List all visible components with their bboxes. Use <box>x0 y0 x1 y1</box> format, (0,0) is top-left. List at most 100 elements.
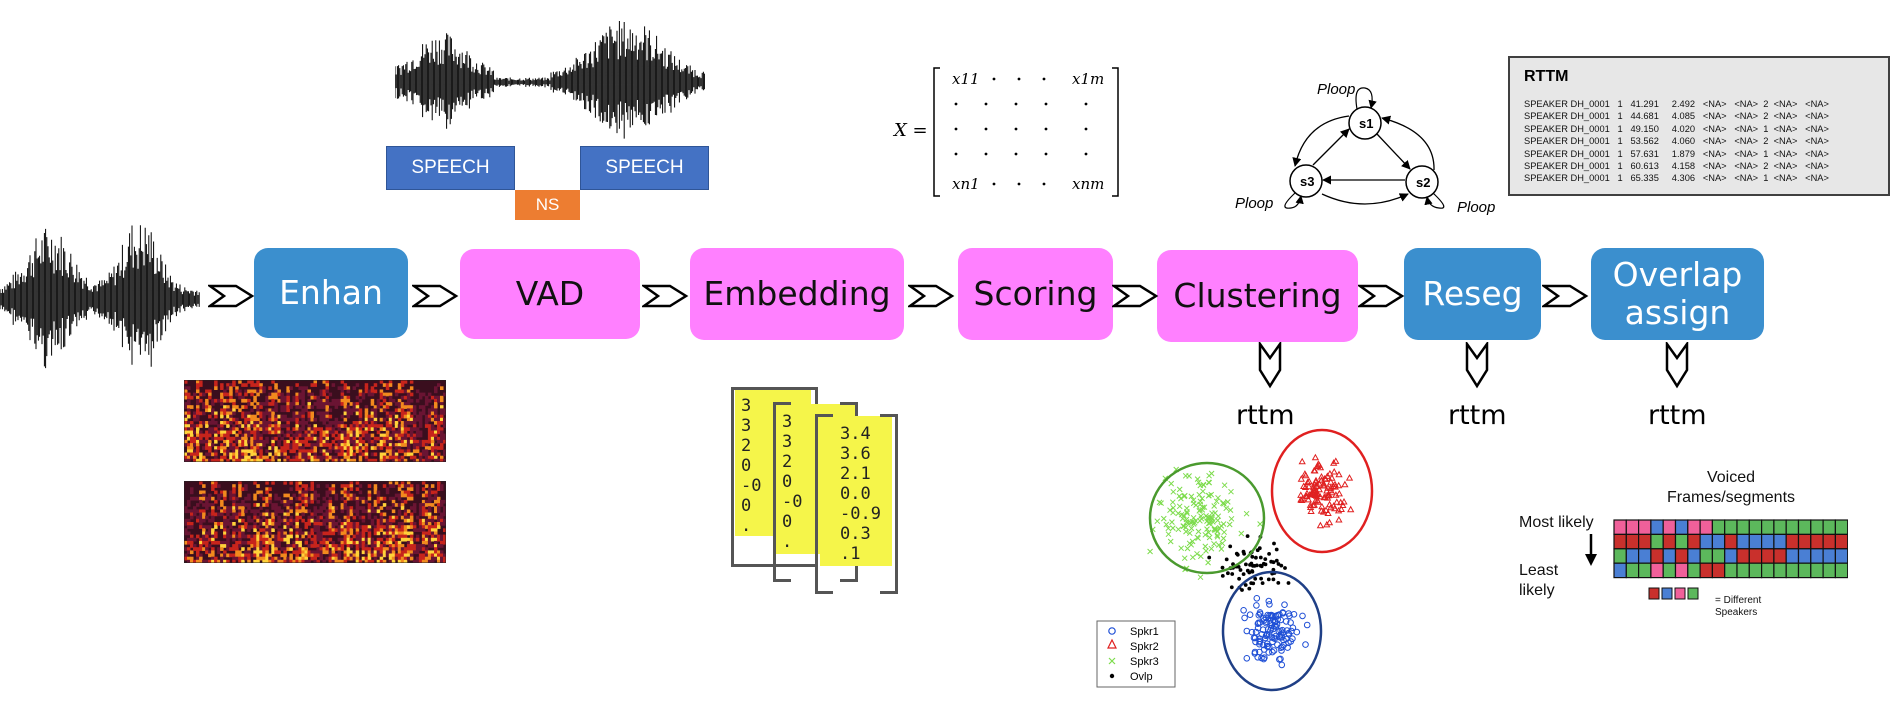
spectrogram-cell <box>283 424 287 428</box>
spectrogram-cell <box>187 518 191 523</box>
spectrogram-cell <box>319 553 323 558</box>
spectrogram-cell <box>226 458 230 462</box>
spectrogram-cell <box>190 515 194 520</box>
spectrogram-cell <box>232 503 236 507</box>
probability-cell <box>1613 548 1627 564</box>
spectrogram-cell <box>373 487 378 491</box>
spectrogram-cell <box>262 424 266 428</box>
spectrogram-cell <box>190 424 194 428</box>
spectrogram-cell <box>415 433 420 438</box>
spectrogram-cell <box>238 439 242 444</box>
spectrogram-cell <box>325 443 329 447</box>
spectrogram-cell <box>241 547 245 551</box>
spectrogram-cell <box>238 559 242 563</box>
spectrogram-cell <box>440 427 444 431</box>
spectrogram-cell <box>277 537 281 542</box>
spectrogram-cell <box>184 528 188 532</box>
spectrogram-cell <box>205 430 209 435</box>
spectrogram-cell <box>328 402 333 406</box>
spectrogram-cell <box>373 484 378 488</box>
spectrogram-cell <box>301 499 305 504</box>
spectrogram-cell <box>391 534 396 539</box>
spectrogram-cell <box>400 433 405 438</box>
spectrogram-cell <box>316 493 320 498</box>
spectrogram-cell <box>199 452 203 457</box>
spectrogram-cell <box>440 408 444 413</box>
spectrogram-cell <box>214 531 218 536</box>
spectrogram-cell <box>262 550 266 555</box>
spectrogram-cell <box>376 553 381 558</box>
spectrogram-cell <box>277 427 281 431</box>
spectrogram-cell <box>241 424 245 428</box>
spectrogram-cell <box>241 405 245 409</box>
spectrogram-cell <box>319 436 323 441</box>
spectrogram-cell <box>307 405 311 409</box>
scatter-point-spkr3 <box>1168 480 1175 487</box>
spectrogram-cell <box>256 531 260 536</box>
spectrogram-cell <box>310 411 314 416</box>
scatter-point-ovlp <box>1220 574 1225 578</box>
spectrogram-cell <box>325 449 329 454</box>
spectrogram-cell <box>226 512 230 517</box>
spectrogram-cell <box>325 537 329 542</box>
spectrogram-cell <box>214 458 218 462</box>
probability-cell <box>1650 519 1664 535</box>
spectrogram-cell <box>292 559 296 563</box>
probability-cell <box>1674 548 1689 564</box>
spectrogram-cell <box>277 449 281 454</box>
spectrogram-cell <box>430 433 435 438</box>
scatter-point-spkr3 <box>1169 499 1176 506</box>
spectrogram-cell <box>268 386 272 390</box>
spectrogram-cell <box>286 493 290 498</box>
scatter-point-spkr3 <box>1176 486 1183 493</box>
spectrogram-cell <box>376 424 381 428</box>
spectrogram-cell <box>440 537 444 542</box>
spectrogram-cell <box>235 544 239 548</box>
spectrogram-cell <box>226 531 230 536</box>
spectrogram-cell <box>388 531 393 536</box>
spectrogram-cell <box>286 512 290 517</box>
spectrogram-cell <box>256 446 260 450</box>
spectrogram-cell <box>235 433 239 438</box>
spectrogram-cell <box>346 506 351 510</box>
spectrogram-cell <box>211 547 215 551</box>
spectrogram-cell <box>364 436 369 441</box>
spectrogram-cell <box>271 512 275 517</box>
spectrogram-cell <box>406 487 411 491</box>
spectrogram-cell <box>295 537 299 542</box>
spectrogram-cell <box>238 518 242 523</box>
spectrogram-cell <box>313 446 317 450</box>
spectrogram-cell <box>391 398 396 403</box>
spectrogram-cell <box>280 537 284 542</box>
spectrogram-cell <box>199 556 203 561</box>
spectrogram-cell <box>352 433 357 438</box>
spectrogram-cell <box>193 547 197 551</box>
spectrogram-cell <box>310 493 314 498</box>
spectrogram-cell <box>232 405 236 409</box>
spectrogram-cell <box>244 525 248 529</box>
spectrogram-cell <box>319 515 323 520</box>
spectrogram-cell <box>427 424 432 428</box>
probability-cell <box>1748 519 1763 535</box>
spectrogram-cell <box>427 414 432 419</box>
spectrogram-cell <box>310 414 314 419</box>
spectrogram-cell <box>223 417 227 422</box>
spectrogram-cell <box>187 455 191 460</box>
speaker-probability-grid <box>1613 519 1848 579</box>
spectrogram-cell <box>424 424 429 428</box>
spectrogram-cell <box>301 509 305 514</box>
spectrogram-cell <box>403 493 408 498</box>
spectrogram-cell <box>238 490 242 495</box>
spectrogram-cell <box>298 496 302 501</box>
spectrogram-cell <box>373 421 378 425</box>
spectrogram-cell <box>304 490 308 495</box>
spectrogram-cell <box>364 411 369 416</box>
spectrogram-cell <box>307 553 311 558</box>
spectrogram-cell <box>256 559 260 563</box>
spectrogram-cell <box>424 484 429 488</box>
spectrogram-cell <box>355 427 360 431</box>
spectrogram-cell <box>229 509 233 514</box>
spectrogram-cell <box>331 550 336 555</box>
spectrogram-cell <box>346 540 351 545</box>
spectrogram-cell <box>409 455 414 460</box>
